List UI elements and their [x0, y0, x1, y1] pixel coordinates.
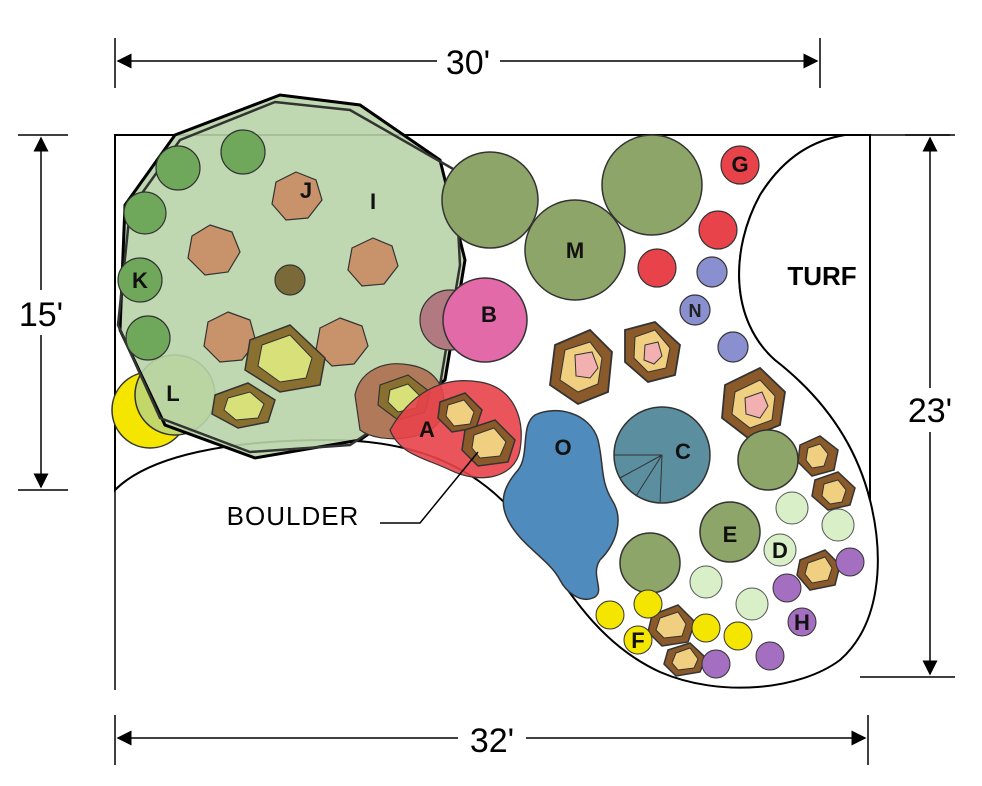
- plant-b-pink-shrub: [419, 277, 528, 363]
- plant-n-lavender-perennials: [679, 256, 749, 363]
- label-b: B: [481, 302, 497, 327]
- label-d: D: [772, 538, 788, 563]
- label-i: I: [370, 189, 376, 214]
- dimension-bottom-label: 32': [470, 722, 514, 760]
- boulder-callout-label: BOULDER: [227, 501, 360, 531]
- plant-g-red-perennials: [637, 145, 760, 288]
- plant-j-perennials: [187, 171, 399, 367]
- dimension-left-label: 15': [19, 296, 63, 334]
- dimension-left: 15': [18, 134, 68, 491]
- label-c: C: [675, 439, 691, 464]
- label-g: G: [731, 152, 748, 177]
- plant-d-perennials: [689, 491, 855, 621]
- label-f: F: [631, 628, 644, 653]
- boulder-callout: BOULDER: [227, 451, 479, 531]
- label-l: L: [166, 381, 179, 406]
- plant-c-blue-shrub: [613, 406, 711, 504]
- plant-o-pond: [502, 409, 619, 600]
- boulders-mid: [549, 321, 681, 406]
- plant-h-perennials: [701, 547, 865, 679]
- turf-area: [738, 134, 871, 501]
- plant-e-shrubs: [619, 429, 799, 594]
- dimension-top-label: 30': [446, 44, 490, 82]
- label-j: J: [300, 178, 312, 203]
- label-a: A: [419, 417, 435, 442]
- boulders-under-tree: [211, 324, 326, 429]
- turf-label: TURF: [787, 261, 856, 291]
- boulders-right: [647, 435, 856, 677]
- label-n: N: [689, 301, 702, 321]
- label-h: H: [794, 610, 810, 635]
- label-o: O: [554, 435, 571, 460]
- tree-trunk: [274, 264, 306, 296]
- plant-m-shrubs: [441, 134, 703, 301]
- label-m: M: [566, 238, 584, 263]
- label-k: K: [132, 268, 148, 293]
- dimension-bottom: 32': [114, 715, 869, 765]
- plant-f-perennials: [595, 589, 753, 655]
- plant-k-shrubs: [117, 129, 266, 361]
- label-e: E: [723, 522, 738, 547]
- dimension-right-label: 23': [908, 392, 952, 430]
- dimension-top: 30': [114, 38, 821, 88]
- boulder-right-top: [721, 366, 786, 440]
